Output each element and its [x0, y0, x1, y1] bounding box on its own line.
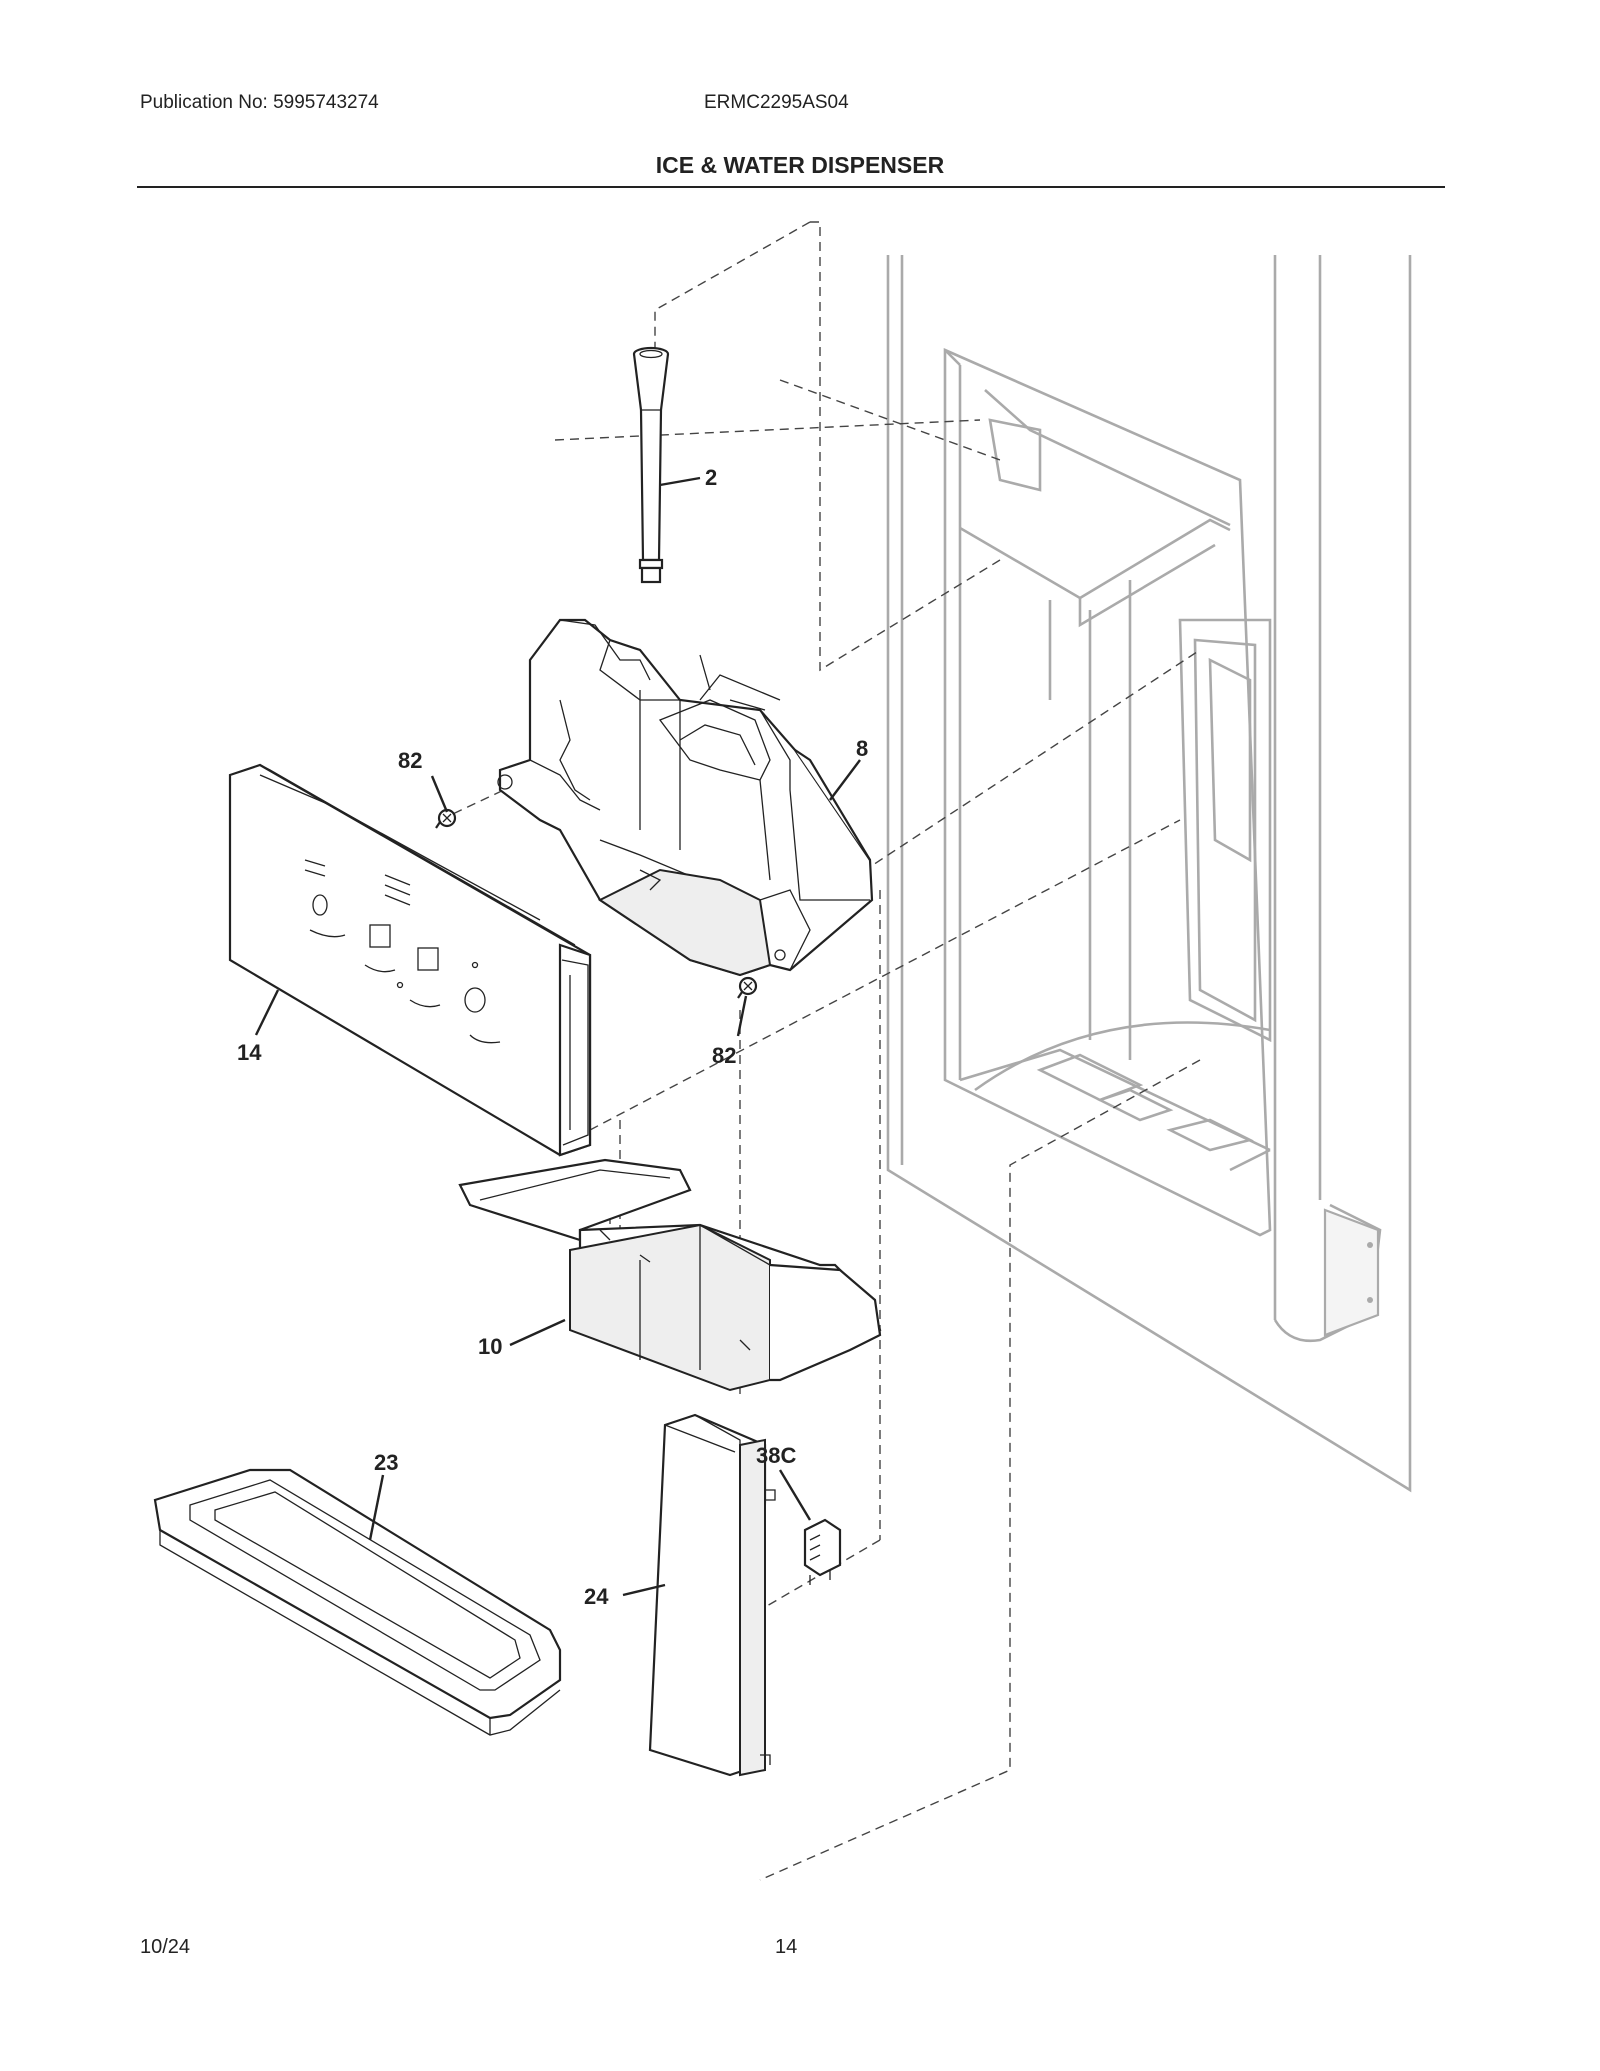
callout-38c: 38C [756, 1443, 796, 1468]
callout-82-bottom: 82 [712, 1043, 736, 1068]
page-title: ICE & WATER DISPENSER [655, 152, 945, 178]
model-number: ERMC2295AS04 [704, 92, 849, 113]
switch-part [803, 1518, 842, 1585]
footer-date: 10/24 [140, 1936, 191, 1958]
control-panel-part [228, 763, 592, 1157]
dispenser-paddle-part [648, 1413, 776, 1777]
callout-10: 10 [478, 1334, 502, 1359]
callout-23: 23 [374, 1450, 398, 1475]
door-liner-background [886, 255, 1412, 1493]
ice-chute-tray-part [458, 1158, 882, 1392]
page-number: 14 [775, 1936, 798, 1958]
callout-82-top: 82 [398, 748, 422, 773]
title-rule [137, 186, 1445, 188]
callout-2: 2 [705, 465, 717, 490]
leader-lines [254, 476, 861, 1597]
screw-bottom [737, 976, 758, 999]
callout-14: 14 [237, 1040, 262, 1065]
callout-24: 24 [584, 1584, 609, 1609]
publication-number: Publication No: 5995743274 [140, 92, 379, 113]
callout-8: 8 [856, 736, 868, 761]
dispenser-housing-part [497, 618, 874, 977]
screw-top [435, 808, 457, 829]
water-tube-part [632, 346, 670, 584]
drip-tray-part [153, 1468, 562, 1736]
